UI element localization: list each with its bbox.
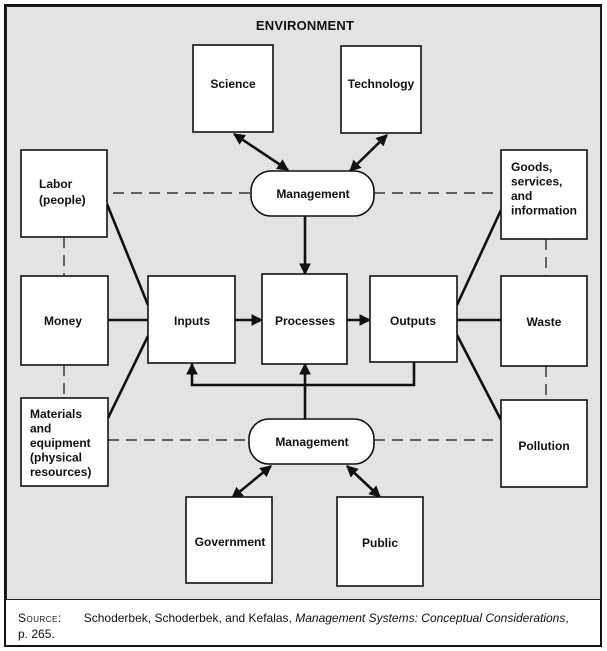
environment-label: ENVIRONMENT [256, 18, 354, 33]
source-title: Management Systems: Conceptual Considera… [295, 611, 566, 625]
public-box [336, 496, 424, 587]
label-line: Money [44, 314, 82, 328]
label-line: (physical [30, 451, 82, 465]
goods-box [500, 149, 588, 240]
label-line: Management [275, 435, 348, 449]
line-labor-inputs [105, 203, 150, 306]
outputs-box [369, 275, 458, 363]
science-box [192, 44, 274, 133]
materials-box [20, 397, 109, 487]
source-authors: Schoderbek, Schoderbek, and Kefalas, [83, 611, 296, 625]
label-line: Processes [275, 314, 335, 328]
label-line: Inputs [174, 314, 210, 328]
label-line: information [511, 204, 577, 218]
waste-label: Waste [527, 315, 562, 329]
label-line: services, [511, 175, 562, 189]
public-label: Public [362, 536, 398, 550]
source-label: Source: [18, 611, 62, 625]
label-line: Technology [348, 77, 415, 91]
solid-connectors [105, 203, 503, 421]
inputs-label: Inputs [174, 314, 210, 328]
science-label: Science [210, 77, 256, 91]
government-box [185, 496, 273, 584]
management-top-label: Management [276, 187, 349, 201]
processes-label: Processes [275, 314, 335, 328]
arrow-science-management [233, 132, 289, 172]
label-line: Labor [39, 177, 73, 191]
label-line: (people) [39, 193, 86, 207]
waste-box [500, 275, 588, 367]
labor-box [20, 149, 108, 238]
label-line: equipment [30, 436, 91, 450]
outputs-label: Outputs [390, 314, 436, 328]
label-line: Pollution [518, 439, 569, 453]
money-label: Money [44, 314, 82, 328]
technology-label: Technology [348, 77, 415, 91]
line-outputs-pollution [455, 334, 503, 421]
label-line: Outputs [390, 314, 436, 328]
label-line: resources) [30, 465, 91, 479]
arrow-management-government [231, 464, 272, 500]
management-bottom-label: Management [275, 435, 348, 449]
systems-diagram: ENVIRONMENT Science Technology Managemen… [20, 18, 588, 587]
line-outputs-goods [455, 209, 503, 306]
source-caption: Source: Schoderbek, Schoderbek, and Kefal… [18, 610, 598, 642]
inputs-box [147, 275, 236, 364]
label-line: Public [362, 536, 398, 550]
labor-label: Labor (people) [39, 177, 86, 207]
government-label: Government [195, 535, 266, 549]
line-materials-inputs [106, 335, 150, 419]
arrow-technology-management [349, 134, 388, 172]
management-top-box [250, 170, 375, 217]
pollution-box [500, 399, 588, 488]
technology-box [340, 45, 422, 134]
source-tail: , [565, 611, 569, 625]
arrow-feedback-inputs [186, 361, 416, 387]
management-bottom-box [248, 418, 375, 465]
arrow-management-public [346, 465, 381, 498]
money-box [20, 275, 109, 366]
source-page: p. 265. [18, 627, 55, 641]
label-line: and [511, 189, 532, 203]
arrows [186, 132, 416, 500]
label-line: and [30, 422, 51, 436]
label-line: Materials [30, 407, 82, 421]
label-line: Government [195, 535, 266, 549]
dashed-connectors [63, 192, 547, 441]
label-line: Goods, [511, 160, 552, 174]
pollution-label: Pollution [518, 439, 569, 453]
processes-box [261, 273, 348, 365]
label-line: Waste [527, 315, 562, 329]
label-line: Science [210, 77, 256, 91]
label-line: Management [276, 187, 349, 201]
